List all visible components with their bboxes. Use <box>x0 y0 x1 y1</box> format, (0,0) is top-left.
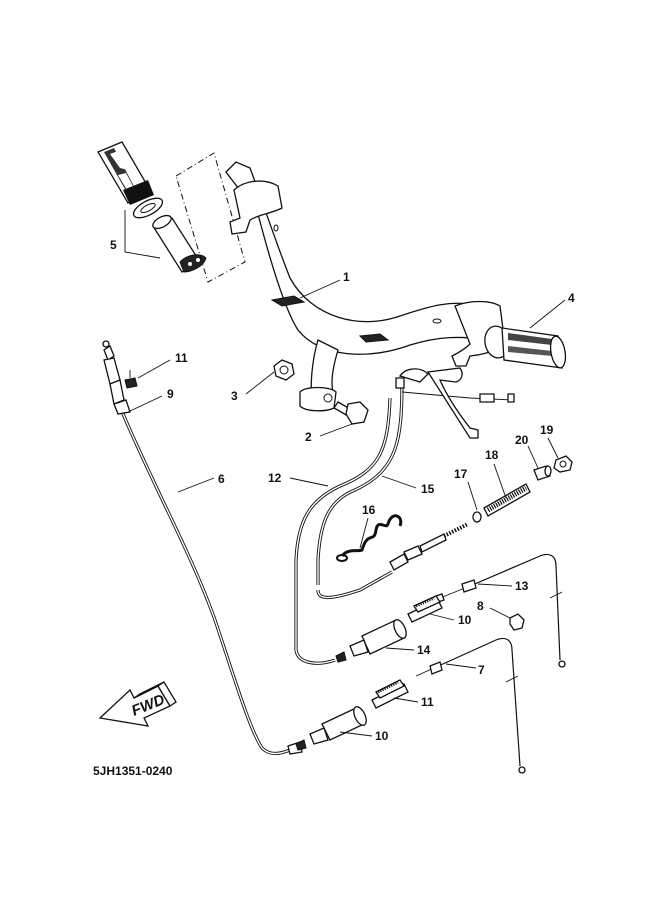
callout-10[interactable]: 10 <box>375 729 389 743</box>
callout-14[interactable]: 13 <box>515 579 529 593</box>
joint-pin[interactable] <box>533 465 552 481</box>
cable-holder-upper[interactable] <box>407 595 443 623</box>
callout-11-lower[interactable]: 11 <box>421 695 434 709</box>
callout-16[interactable]: 15 <box>421 482 435 496</box>
adjusting-nut[interactable] <box>553 455 573 473</box>
fwd-arrow-icon: FWD <box>98 681 177 727</box>
callout-12[interactable]: 11 <box>175 351 188 365</box>
brake-cable-front[interactable] <box>415 637 526 774</box>
callout-18[interactable]: 17 <box>454 467 468 481</box>
callout-19[interactable]: 18 <box>485 448 499 462</box>
callout-21[interactable]: 20 <box>515 433 529 447</box>
callout-2[interactable]: 2 <box>305 430 312 444</box>
drawing-code: 5JH1351-0240 <box>93 764 173 778</box>
handlebar[interactable] <box>225 161 506 412</box>
bolt[interactable] <box>333 401 369 425</box>
left-grip[interactable] <box>97 141 165 222</box>
callout-1[interactable]: 1 <box>343 270 350 284</box>
callout-6[interactable]: 6 <box>218 472 225 486</box>
adjuster-nut[interactable] <box>509 613 525 631</box>
cable-holder-lower[interactable] <box>371 679 409 709</box>
callout-11-upper[interactable]: 10 <box>458 613 472 627</box>
callout-5[interactable]: 5 <box>110 238 117 252</box>
callout-15[interactable]: 14 <box>417 643 431 657</box>
boot-rear[interactable] <box>335 618 409 663</box>
brake-cable-rear-outer[interactable] <box>294 367 515 665</box>
right-grip[interactable] <box>482 324 567 369</box>
spring-clip[interactable] <box>336 514 403 562</box>
boot-front[interactable] <box>295 705 369 751</box>
nut[interactable] <box>273 359 295 381</box>
callout-8[interactable]: 8 <box>477 599 484 613</box>
spring[interactable] <box>483 483 531 517</box>
washer[interactable] <box>472 511 482 523</box>
callout-9[interactable]: 9 <box>167 387 174 401</box>
screw[interactable] <box>124 370 138 389</box>
callout-3[interactable]: 3 <box>231 389 238 403</box>
brake-cable-rear[interactable] <box>435 553 566 668</box>
throttle-cable[interactable] <box>102 340 303 756</box>
callout-13[interactable]: 12 <box>268 471 282 485</box>
brake-rod[interactable] <box>389 522 469 571</box>
callout-17[interactable]: 16 <box>362 503 376 517</box>
callout-7[interactable]: 7 <box>478 663 485 677</box>
callout-4[interactable]: 4 <box>568 291 575 305</box>
callout-20[interactable]: 19 <box>540 423 554 437</box>
grip-sleeve[interactable] <box>151 213 207 273</box>
